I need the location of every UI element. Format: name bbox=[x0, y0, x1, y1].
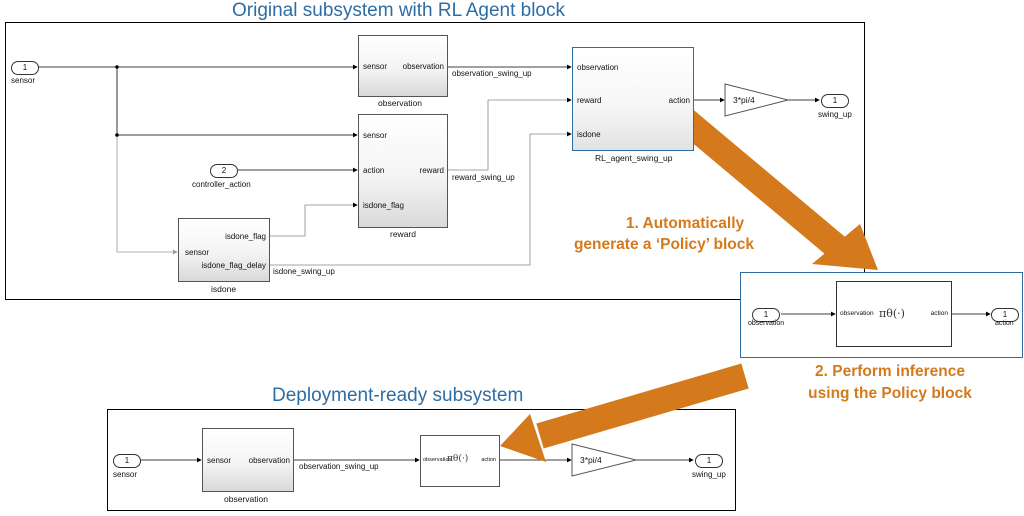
branch-point bbox=[115, 133, 119, 137]
deploy-inport-sensor-label: sensor bbox=[113, 470, 138, 479]
deploy-outport-swing-up[interactable]: 1 bbox=[695, 454, 723, 468]
rl-agent-block[interactable]: observation reward isdone action bbox=[572, 47, 694, 151]
agent-in-observation: observation bbox=[577, 63, 619, 72]
agent-out-action: action bbox=[668, 96, 690, 105]
reward-in-action: action bbox=[363, 166, 385, 175]
inport-controller-action[interactable]: 2 bbox=[210, 164, 238, 178]
policy-block[interactable]: observation πθ(·) action bbox=[836, 281, 952, 347]
gain-block-deployment bbox=[571, 443, 637, 477]
rl-agent-block-name: RL_agent_swing_up bbox=[595, 153, 673, 163]
original-wires bbox=[38, 64, 820, 266]
agent-in-reward: reward bbox=[577, 96, 602, 105]
step2-line2: using the Policy block bbox=[808, 385, 972, 402]
policy-outport[interactable]: 1 bbox=[991, 308, 1019, 322]
signal-isdone: isdone_swing_up bbox=[273, 267, 335, 276]
deploy-signal-observation: observation_swing_up bbox=[299, 462, 379, 471]
outport-swing-up-label: swing_up bbox=[818, 110, 852, 119]
inference-arrow bbox=[500, 363, 749, 462]
inport-controller-action-label: controller_action bbox=[192, 180, 251, 189]
isdone-block[interactable]: sensor isdone_flag isdone_flag_delay bbox=[178, 218, 270, 282]
policy-inport-label: observation bbox=[748, 320, 785, 327]
signal-reward: reward_swing_up bbox=[452, 173, 515, 182]
policy-symbol: πθ(·) bbox=[879, 307, 905, 320]
deployment-subsystem-title: Deployment-ready subsystem bbox=[272, 385, 524, 406]
reward-in-sensor: sensor bbox=[363, 131, 388, 140]
reward-block[interactable]: sensor action isdone_flag reward bbox=[358, 114, 448, 228]
deploy-inport-sensor[interactable]: 1 bbox=[113, 454, 141, 468]
deploy-observation-block[interactable]: sensor observation bbox=[202, 428, 294, 492]
reward-in-isdone-flag: isdone_flag bbox=[363, 201, 404, 210]
step1-line2: generate a ‘Policy’ block bbox=[573, 236, 755, 253]
isdone-in-sensor: sensor bbox=[185, 248, 210, 257]
policy-in-port: observation bbox=[840, 310, 874, 317]
original-subsystem-title: Original subsystem with RL Agent block bbox=[232, 0, 566, 21]
gain-label-original: 3*pi/4 bbox=[733, 95, 755, 105]
deploy-policy-symbol: πθ(·) bbox=[447, 454, 469, 464]
deploy-observation-out: observation bbox=[248, 456, 290, 465]
deploy-observation-in: sensor bbox=[207, 456, 232, 465]
policy-inport[interactable]: 1 bbox=[752, 308, 780, 322]
signal-observation: observation_swing_up bbox=[452, 69, 532, 78]
deploy-observation-name: observation bbox=[224, 494, 268, 504]
isdone-out-flag: isdone_flag bbox=[225, 232, 266, 241]
observation-block[interactable]: sensor observation bbox=[358, 35, 448, 97]
branch-point bbox=[115, 65, 119, 69]
isdone-block-name: isdone bbox=[211, 284, 237, 294]
deploy-policy-out: action bbox=[481, 457, 496, 463]
reward-out: reward bbox=[419, 166, 444, 175]
step1-line1: 1. Automatically bbox=[625, 215, 745, 232]
deploy-outport-swing-up-label: swing_up bbox=[692, 470, 726, 479]
inport-sensor[interactable]: 1 bbox=[11, 61, 39, 75]
isdone-out-flag-delay: isdone_flag_delay bbox=[201, 261, 267, 270]
outport-swing-up[interactable]: 1 bbox=[821, 94, 849, 108]
step2-line1: 2. Perform inference bbox=[815, 363, 965, 380]
observation-out-port: observation bbox=[402, 62, 444, 71]
reward-block-name: reward bbox=[390, 229, 416, 239]
agent-in-isdone: isdone bbox=[577, 130, 601, 139]
policy-outport-label: action bbox=[995, 320, 1014, 327]
observation-in-port: sensor bbox=[363, 62, 388, 71]
gain-block-original bbox=[724, 83, 789, 117]
deploy-policy-in: observation bbox=[423, 457, 452, 463]
policy-out-port: action bbox=[930, 310, 948, 317]
generate-arrow bbox=[674, 108, 878, 270]
deploy-policy-block[interactable]: observation πθ(·) action bbox=[420, 435, 500, 487]
inport-sensor-label: sensor bbox=[11, 76, 36, 85]
observation-block-name: observation bbox=[378, 98, 422, 108]
deploy-gain-label: 3*pi/4 bbox=[580, 455, 602, 465]
